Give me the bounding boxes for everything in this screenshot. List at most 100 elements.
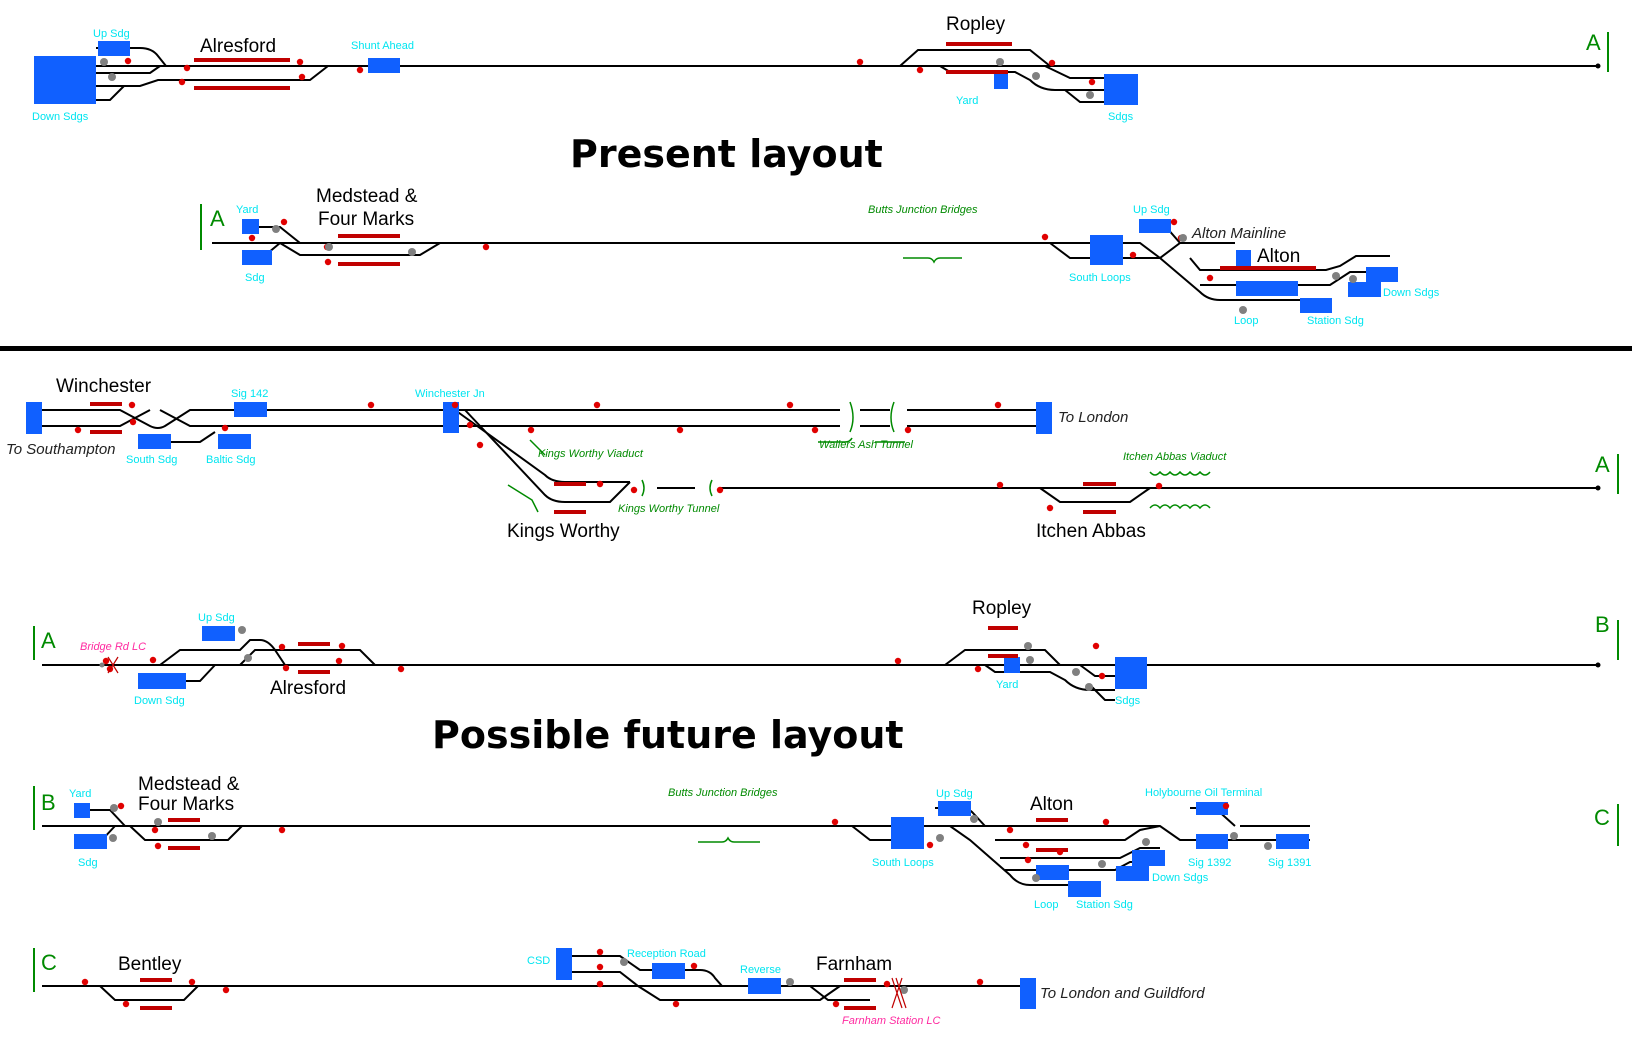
label-up-sdg-alton-f: Up Sdg [936,788,973,800]
section-divider [0,346,1632,351]
label-wallers-ash: Wallers Ash Tunnel [819,439,914,451]
down-sdgs-block-f-a [1116,866,1149,881]
label-up-sdg-alton: Up Sdg [1133,204,1170,216]
label-reverse: Reverse [740,964,781,976]
heading-future: Possible future layout [432,713,904,757]
yard-siding-block [242,219,259,234]
siding-block [242,250,272,265]
label-yard-m: Yard [69,788,91,800]
holybourne-block [1196,802,1228,815]
label-loop-f: Loop [1034,899,1058,911]
down-sdgs-block-f-b [1132,850,1165,866]
sidings-block [1104,74,1138,105]
label-itchen-abbas-viaduct: Itchen Abbas Viaduct [1123,451,1227,463]
to-london-guildford-block [1020,978,1036,1009]
to-london-block [1036,402,1052,434]
station-ropley: Ropley [946,14,1006,35]
heading-present: Present layout [570,132,883,176]
label-station-sdg: Station Sdg [1307,315,1364,327]
station-alton-f: Alton [1030,794,1073,815]
loop-block-f [1036,865,1069,880]
station-bentley: Bentley [118,954,182,975]
label-to-london: To London [1058,409,1128,426]
down-sdg-block [138,673,186,689]
down-sdgs-block-b [1366,267,1398,282]
station-medstead-f-1: Medstead & [138,774,240,795]
station-medstead-2: Four Marks [318,209,414,230]
sdgs-block-f [1115,657,1147,689]
future-bentley-farnham-row [33,948,1036,1010]
label-winchester-jn: Winchester Jn [415,388,485,400]
label-south-loops: South Loops [1069,272,1131,284]
sig-142-block [234,402,267,417]
connector-letter-b-2: B [41,790,56,815]
label-baltic-sdg: Baltic Sdg [206,454,256,466]
south-sdg-block [138,434,171,449]
south-loops-block-f [891,817,924,849]
label-sig-1392: Sig 1392 [1188,857,1231,869]
present-row-1 [34,32,1609,105]
station-itchen-abbas: Itchen Abbas [1036,521,1146,542]
baltic-sdg-block [218,434,251,449]
station-sdg-block-f [1068,881,1101,897]
connector-letter-a-4: A [41,628,56,653]
up-siding-alton-block [1139,219,1171,233]
label-yard-f: Yard [996,679,1018,691]
label-csd: CSD [527,955,550,967]
down-sdgs-block-a [1348,282,1381,297]
label-kings-worthy-viaduct: Kings Worthy Viaduct [538,448,644,460]
label-up-sdg: Up Sdg [93,28,130,40]
connector-letter-c: C [1594,805,1610,830]
reverse-block [748,978,781,994]
station-farnham: Farnham [816,954,892,975]
reception-road-block [652,963,685,979]
label-bridge-rd-lc: Bridge Rd LC [80,641,146,653]
loop-block [1236,281,1298,296]
station-siding-block [1300,298,1332,313]
station-medstead-1: Medstead & [316,186,418,207]
alton-block [1236,250,1251,267]
label-south-sdg: South Sdg [126,454,177,466]
label-south-loops-f: South Loops [872,857,934,869]
future-winchester-row [26,401,1619,514]
label-sdgs-f: Sdgs [1115,695,1141,707]
connector-letter-c-2: C [41,950,57,975]
connector-letter-b: B [1595,612,1610,637]
label-sdg: Sdg [245,272,265,284]
label-down-sdg-f: Down Sdg [134,695,185,707]
label-sdg-m: Sdg [78,857,98,869]
label-down-sdgs-alton: Down Sdgs [1383,287,1440,299]
label-shunt-ahead: Shunt Ahead [351,40,414,52]
label-to-southampton: To Southampton [6,441,116,458]
connector-letter-a-3: A [1595,452,1610,477]
sig-1392-block [1196,834,1228,849]
label-loop: Loop [1234,315,1258,327]
present-row-2 [200,204,1398,314]
label-to-london-guildford: To London and Guildford [1040,985,1205,1002]
station-alresford-f: Alresford [270,678,346,699]
station-winchester: Winchester [56,376,152,397]
label-farnham-lc: Farnham Station LC [842,1015,940,1027]
shunt-ahead-block [368,58,400,73]
station-kings-worthy: Kings Worthy [507,521,620,542]
label-down-sdgs: Down Sdgs [32,111,89,123]
label-alton-mainline: Alton Mainline [1191,225,1286,242]
winchester-block [26,402,42,434]
label-butts-junction: Butts Junction Bridges [868,204,978,216]
up-sdg-block-alton [938,801,971,816]
station-ropley-f: Ropley [972,598,1032,619]
winchester-jn-block [443,402,459,433]
station-medstead-f-2: Four Marks [138,794,234,815]
yard-block-m [74,803,90,818]
label-sdgs: Sdgs [1108,111,1134,123]
connector-letter-a: A [1586,30,1601,55]
label-up-sdg-f: Up Sdg [198,612,235,624]
station-alton: Alton [1257,246,1300,267]
label-station-sdg-f: Station Sdg [1076,899,1133,911]
label-sig-142: Sig 142 [231,388,268,400]
future-alresford-ropley-row [33,620,1619,701]
label-down-sdgs-f: Down Sdgs [1152,872,1209,884]
label-reception-road: Reception Road [627,948,706,960]
yard-block [994,72,1008,89]
